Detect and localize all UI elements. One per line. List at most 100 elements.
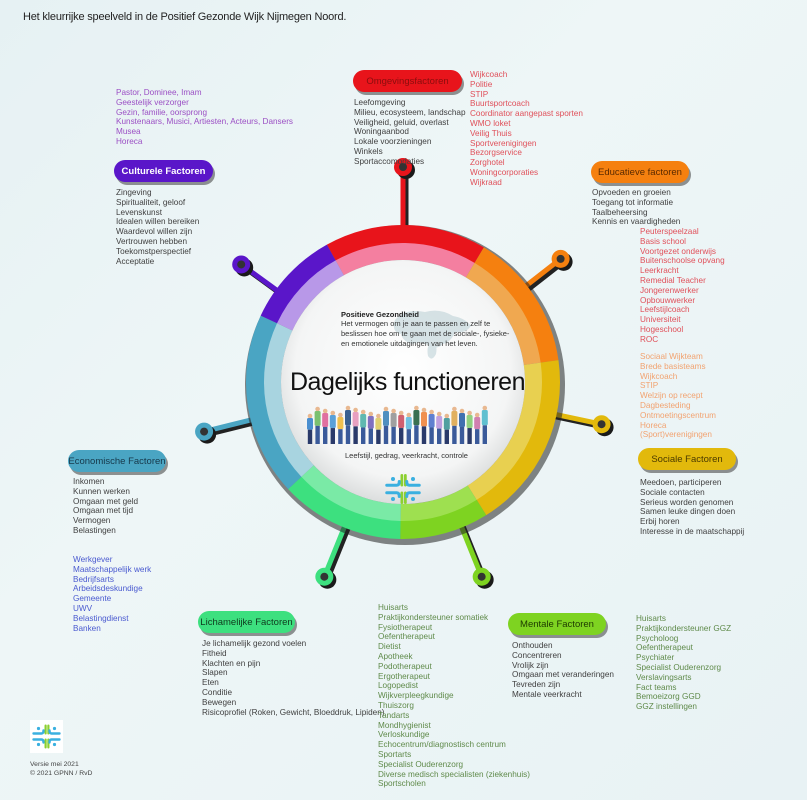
list-item: Leefstijlcoach xyxy=(640,305,690,315)
logo-dot xyxy=(411,497,415,501)
list-item: Horeca xyxy=(640,420,667,430)
list-item: Woningaanbod xyxy=(354,127,409,137)
person-body xyxy=(428,414,435,428)
list-item: Praktijkondersteuner GGZ xyxy=(636,623,732,633)
educatief-ring-inner-segment xyxy=(465,262,541,366)
list-item: Erbij horen xyxy=(640,517,680,527)
list-item: Diverse medisch specialisten (ziekenhuis… xyxy=(378,769,530,779)
list-item: Buitenschoolse opvang xyxy=(640,256,725,266)
person-body xyxy=(367,416,374,429)
list-item: Thuiszorg xyxy=(378,700,414,710)
list-item: Gezin, familie, oorsprong xyxy=(116,107,208,117)
person-legs xyxy=(467,428,472,444)
cultureel-factor-label: Culturele Factoren xyxy=(121,165,206,177)
list-item: Podotherapeut xyxy=(378,661,432,671)
list-item: Sportscholen xyxy=(378,779,426,789)
list-item: Maatschappelijk werk xyxy=(73,564,152,574)
copyright-label: © 2021 GPNN / RvD xyxy=(30,770,93,777)
person-legs xyxy=(459,426,465,444)
educatief-node-dot xyxy=(556,254,565,263)
list-item: Peuterspeelzaal xyxy=(640,227,699,236)
list-item: Brede basisteams xyxy=(640,361,706,371)
person-legs xyxy=(323,426,328,444)
list-item: Samen leuke dingen doen xyxy=(640,507,736,517)
list-item: Ontmoetingscentrum xyxy=(640,410,716,420)
person-legs xyxy=(383,425,389,444)
person-body xyxy=(466,415,473,429)
list-item: Conditie xyxy=(202,687,233,697)
person-body xyxy=(329,415,336,429)
list-item: Specialist Ouderenzorg xyxy=(636,662,722,672)
list-item: Welzijn op recept xyxy=(640,391,703,401)
list-item: Veiligheid, geluid, overlast xyxy=(354,117,449,127)
person-legs xyxy=(330,428,335,444)
list-item: Werkgever xyxy=(73,555,113,564)
list-item: Gemeente xyxy=(73,594,112,604)
logo-bar xyxy=(44,724,47,735)
sociaal-ring-inner-segment xyxy=(467,362,542,500)
economisch-factor-pill[interactable]: Economische Factoren xyxy=(68,450,166,472)
list-item: Veilig Thuis xyxy=(470,128,512,138)
logo-arc xyxy=(405,480,421,487)
logo-dot xyxy=(391,497,395,501)
person-legs xyxy=(315,425,320,444)
list-item: Zorghotel xyxy=(470,158,505,168)
daily-functioning-title: Dagelijks functioneren xyxy=(290,368,525,396)
world-map-shape xyxy=(393,310,471,359)
person-legs xyxy=(376,429,381,444)
logo-arc xyxy=(48,729,61,735)
list-item: STIP xyxy=(640,381,659,391)
list-item: Toekomstperspectief xyxy=(116,246,192,256)
person-legs xyxy=(444,429,449,444)
list-item: UWV xyxy=(73,603,93,613)
person-head xyxy=(482,405,488,411)
sociaal-factor-pill[interactable]: Sociale Factoren xyxy=(638,448,736,470)
person-body xyxy=(451,411,458,426)
list-item: Slapen xyxy=(202,668,228,678)
omgeving-ring-inner-segment xyxy=(335,242,475,278)
person-body xyxy=(383,411,389,426)
logo-arc xyxy=(32,729,45,735)
educatief-factor-pill[interactable]: Educatieve factoren xyxy=(591,161,689,183)
logo-arc xyxy=(385,480,401,487)
person-head xyxy=(322,408,328,414)
logo-arc xyxy=(385,491,401,498)
list-item: Buurtsportcoach xyxy=(470,99,530,109)
list-item: Tevreden zijn xyxy=(512,680,561,690)
person-legs xyxy=(338,429,343,444)
list-item: Politie xyxy=(470,79,493,89)
person-head xyxy=(436,411,442,417)
omgeving-factor-pill[interactable]: Omgevingsfactoren xyxy=(353,70,462,92)
person-legs xyxy=(475,429,480,444)
person-body xyxy=(474,417,481,430)
list-item: Jongerenwerker xyxy=(640,285,699,295)
list-item: Wijkraad xyxy=(470,177,502,187)
sociaal-node-dot xyxy=(597,420,606,429)
list-item: Huisarts xyxy=(378,603,409,612)
educatief-ring-segment xyxy=(474,247,559,363)
cultureel-factor-pill[interactable]: Culturele Factoren xyxy=(114,160,213,182)
person-legs xyxy=(437,428,442,444)
list-item: Praktijkondersteuner somatiek xyxy=(378,612,489,622)
person-head xyxy=(444,413,450,419)
list-item: Milieu, ecosysteem, landschap xyxy=(354,107,466,117)
lichamelijk-factor-label: Lichamelijke Factoren xyxy=(200,616,293,628)
logo-dot xyxy=(52,726,57,731)
list-item: Vertrouwen hebben xyxy=(116,236,188,246)
mentaal-factor-pill[interactable]: Mentale Factoren xyxy=(508,613,606,635)
page-title: Het kleurrijke speelveld in de Positief … xyxy=(23,11,347,23)
person-legs xyxy=(429,427,434,444)
list-item: Sportaccomodaties xyxy=(354,156,425,166)
lichamelijk-factor-pill[interactable]: Lichamelijke Factoren xyxy=(198,611,295,633)
list-item: Inkomen xyxy=(73,477,105,486)
economisch-node-dot xyxy=(200,427,209,436)
list-item: GGZ instellingen xyxy=(636,702,697,712)
list-item: Zingeving xyxy=(116,188,152,197)
person-head xyxy=(345,405,351,411)
